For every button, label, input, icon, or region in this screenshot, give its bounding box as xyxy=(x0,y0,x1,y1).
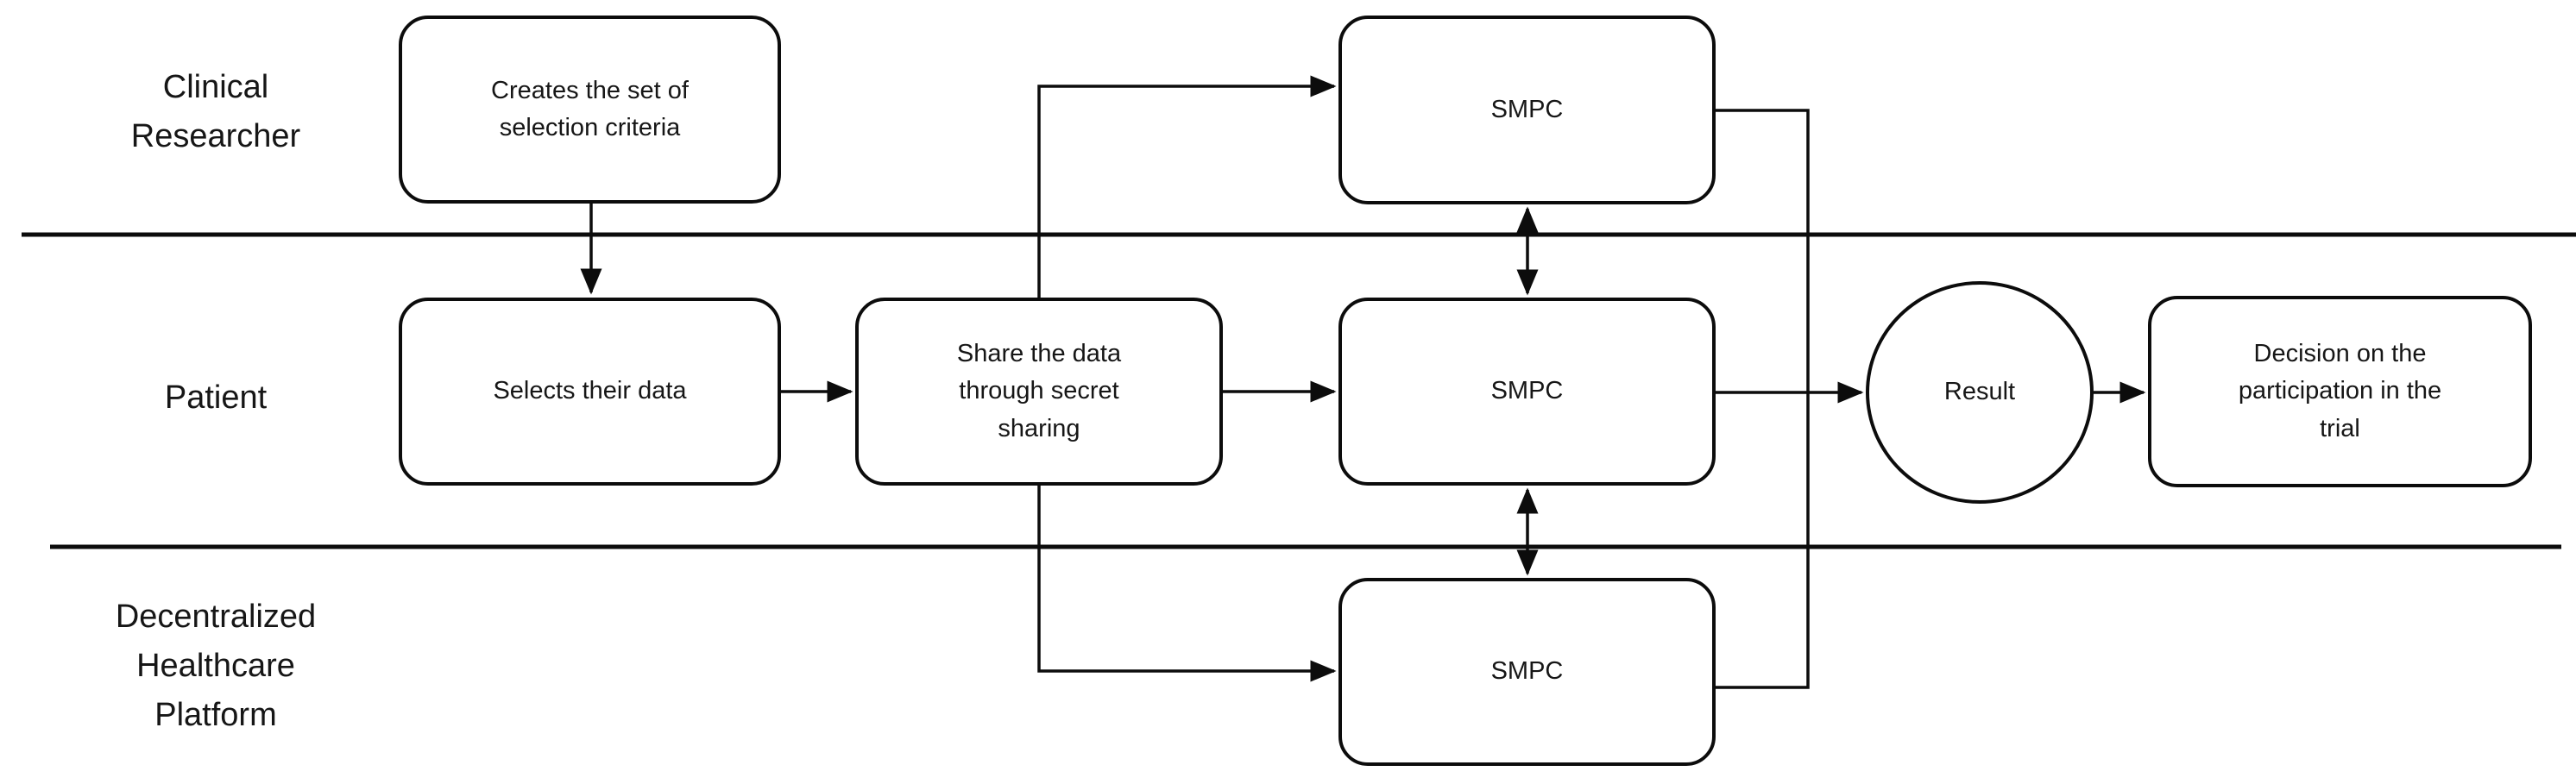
node-share-data-secret-sharing-label: Share the data through secret sharing xyxy=(956,339,1122,442)
node-smpc-top: SMPC xyxy=(1338,16,1716,204)
node-decision-participation-trial: Decision on the participation in the tri… xyxy=(2148,296,2532,487)
node-selects-their-data: Selects their data xyxy=(399,298,781,486)
lane-label-patient: Patient xyxy=(164,379,268,416)
node-smpc-top-label: SMPC xyxy=(1490,95,1564,123)
node-smpc-bottom-label: SMPC xyxy=(1490,657,1564,686)
lane-label-decentralized-healthcare-platform: Decentralized Healthcare Platform xyxy=(115,599,317,733)
node-smpc-bottom: SMPC xyxy=(1338,578,1716,766)
node-creates-selection-criteria-label: Creates the set of selection criteria xyxy=(491,76,689,142)
edge-share-to-smpc-top xyxy=(1037,75,1337,298)
node-result: Result xyxy=(1866,281,2094,504)
node-creates-selection-criteria: Creates the set of selection criteria xyxy=(399,16,781,204)
node-result-label: Result xyxy=(1943,378,2016,406)
node-smpc-middle: SMPC xyxy=(1338,298,1716,486)
lane-label-clinical-researcher: Clinical Researcher xyxy=(130,69,301,154)
edge-share-to-smpc-bottom xyxy=(1037,486,1337,682)
edge-smpc-top-to-junction xyxy=(1716,109,1810,392)
node-selects-their-data-label: Selects their data xyxy=(493,377,687,405)
edge-smpc-bottom-to-junction xyxy=(1716,392,1810,689)
node-decision-participation-trial-label: Decision on the participation in the tri… xyxy=(2238,339,2442,442)
node-share-data-secret-sharing: Share the data through secret sharing xyxy=(855,298,1223,486)
node-smpc-middle-label: SMPC xyxy=(1490,377,1564,405)
